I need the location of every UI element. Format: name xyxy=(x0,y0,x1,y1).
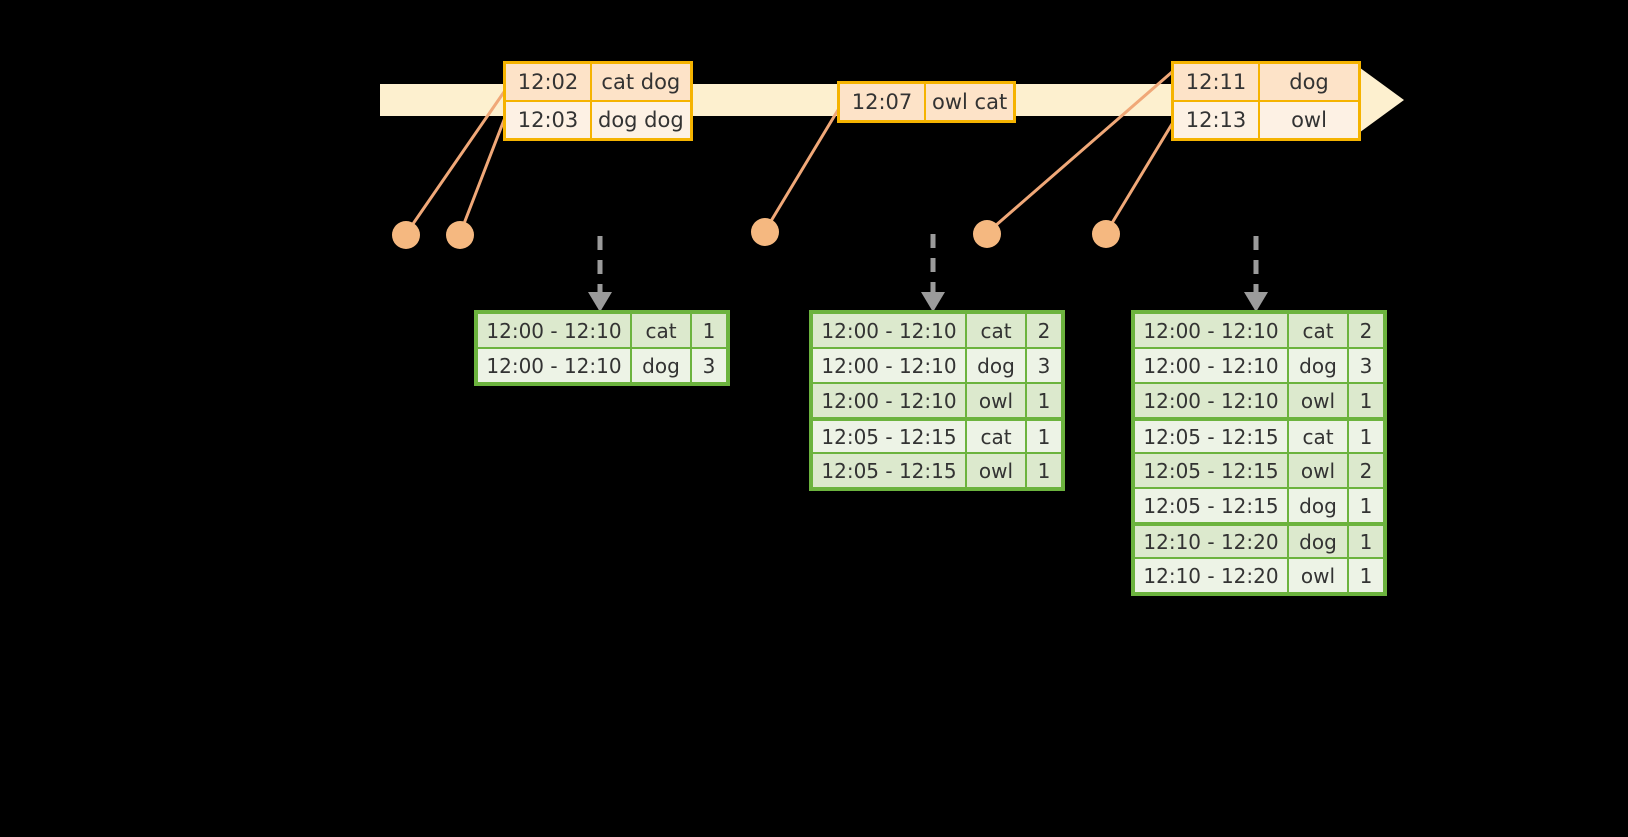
result-count-cell: 3 xyxy=(1027,349,1061,382)
event-dot-3 xyxy=(751,218,779,246)
result-word-cell: dog xyxy=(632,349,690,382)
result-word-cell: dog xyxy=(1289,349,1347,382)
result-arrows xyxy=(588,234,1268,312)
event-dot-5 xyxy=(1092,220,1120,248)
result-window-cell: 12:00 - 12:10 xyxy=(1135,349,1287,382)
event-group-1: 12:02 cat dog 12:03 dog dog xyxy=(503,61,693,141)
result-word-cell: dog xyxy=(967,349,1025,382)
event-group-2: 12:07 owl cat xyxy=(837,81,1017,123)
event-words: dog dog xyxy=(591,101,691,139)
result-word-cell: cat xyxy=(1289,314,1347,347)
result-window-cell: 12:00 - 12:10 xyxy=(1135,384,1287,417)
result-word-cell: owl xyxy=(967,384,1025,417)
result-count-cell: 2 xyxy=(1349,454,1383,487)
result-word-cell: cat xyxy=(1289,419,1347,452)
result-count-cell: 1 xyxy=(1349,419,1383,452)
result-count-cell: 1 xyxy=(1027,454,1061,487)
result-window-cell: 12:10 - 12:20 xyxy=(1135,524,1287,557)
result-count-cell: 1 xyxy=(1027,419,1061,452)
result-word-cell: cat xyxy=(967,314,1025,347)
result-window-cell: 12:05 - 12:15 xyxy=(1135,489,1287,522)
result-arrow-2 xyxy=(921,234,945,312)
result-word-cell: cat xyxy=(967,419,1025,452)
event-time: 12:03 xyxy=(505,101,591,139)
connector-4 xyxy=(985,70,1174,235)
event-dots xyxy=(392,218,1120,249)
result-window-cell: 12:05 - 12:15 xyxy=(1135,419,1287,452)
result-window-cell: 12:00 - 12:10 xyxy=(478,314,630,347)
result-count-cell: 1 xyxy=(1349,489,1383,522)
result-window-cell: 12:00 - 12:10 xyxy=(1135,314,1287,347)
result-count-cell: 1 xyxy=(1349,384,1383,417)
event-row: 12:03 dog dog xyxy=(505,101,691,139)
result-word-cell: owl xyxy=(1289,384,1347,417)
event-row: 12:13 owl xyxy=(1173,101,1359,139)
result-count-cell: 3 xyxy=(692,349,726,382)
result-word-cell: cat xyxy=(632,314,690,347)
result-window-cell: 12:05 - 12:15 xyxy=(1135,454,1287,487)
event-time: 12:11 xyxy=(1173,63,1259,101)
connector-2 xyxy=(458,118,506,236)
event-connectors xyxy=(404,70,1174,236)
result-arrow-3 xyxy=(1244,236,1268,312)
result-count-cell: 1 xyxy=(1349,524,1383,557)
event-words: cat dog xyxy=(591,63,691,101)
result-word-cell: owl xyxy=(1289,559,1347,592)
result-word-cell: owl xyxy=(967,454,1025,487)
result-window-cell: 12:05 - 12:15 xyxy=(813,454,965,487)
event-row: 12:11 dog xyxy=(1173,63,1359,101)
result-arrow-1 xyxy=(588,236,612,312)
result-word-cell: owl xyxy=(1289,454,1347,487)
result-window-cell: 12:05 - 12:15 xyxy=(813,419,965,452)
event-words: owl cat xyxy=(925,83,1015,121)
event-row: 12:02 cat dog xyxy=(505,63,691,101)
event-words: dog xyxy=(1259,63,1359,101)
event-dot-2 xyxy=(446,221,474,249)
event-time: 12:13 xyxy=(1173,101,1259,139)
result-count-cell: 1 xyxy=(1027,384,1061,417)
event-dot-4 xyxy=(973,220,1001,248)
result-window-cell: 12:10 - 12:20 xyxy=(1135,559,1287,592)
result-window-cell: 12:00 - 12:10 xyxy=(813,314,965,347)
result-count-cell: 2 xyxy=(1349,314,1383,347)
result-word-cell: dog xyxy=(1289,489,1347,522)
event-row: 12:07 owl cat xyxy=(839,83,1015,121)
event-dot-1 xyxy=(392,221,420,249)
event-time: 12:02 xyxy=(505,63,591,101)
result-window-cell: 12:00 - 12:10 xyxy=(813,349,965,382)
result-count-cell: 2 xyxy=(1027,314,1061,347)
connector-5 xyxy=(1104,122,1174,235)
event-group-3: 12:11 dog 12:13 owl xyxy=(1171,61,1361,141)
result-count-cell: 1 xyxy=(1349,559,1383,592)
result-count-cell: 3 xyxy=(1349,349,1383,382)
result-window-cell: 12:00 - 12:10 xyxy=(478,349,630,382)
result-count-cell: 1 xyxy=(692,314,726,347)
connector-3 xyxy=(763,108,840,233)
result-word-cell: dog xyxy=(1289,524,1347,557)
result-window-cell: 12:00 - 12:10 xyxy=(813,384,965,417)
connector-1 xyxy=(404,90,506,236)
event-words: owl xyxy=(1259,101,1359,139)
event-time: 12:07 xyxy=(839,83,925,121)
